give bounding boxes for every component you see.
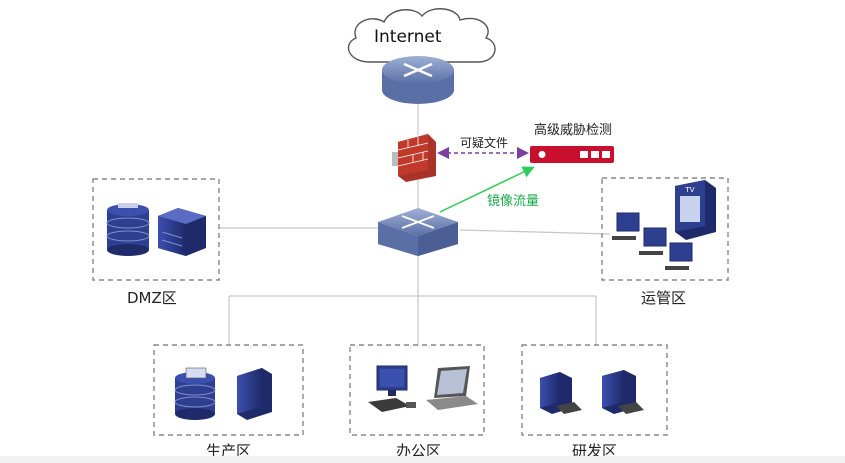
server-icon: [158, 208, 206, 256]
mirror-traffic-label: 镜像流量: [487, 194, 540, 209]
workstation-icon: [540, 372, 582, 414]
rnd-zone-box: [521, 344, 668, 436]
database-icon: [174, 367, 216, 420]
ops-zone-label: 运管区: [641, 289, 687, 307]
svg-text:TV: TV: [684, 186, 694, 194]
server-tower-icon: [237, 368, 272, 420]
laptop-icon: [426, 366, 478, 410]
core-switch-icon: [378, 208, 458, 256]
production-zone-box: [153, 344, 304, 436]
threat-detector-label: 高级威胁检测: [534, 123, 613, 138]
dmz-zone-box: [92, 178, 220, 281]
desktop-computer-icon: [368, 365, 416, 412]
firewall-icon: [392, 134, 436, 182]
suspicious-files-label: 可疑文件: [460, 136, 509, 150]
bottom-strip: [0, 456, 845, 463]
connection-lines: [220, 100, 611, 346]
internet-router-icon: [382, 56, 454, 104]
office-zone-label: 办公区: [396, 442, 442, 460]
tv-wall-icon: TV: [675, 180, 716, 240]
internet-label: Internet: [374, 27, 442, 47]
dmz-zone-label: DMZ区: [127, 289, 177, 307]
office-zone-box: [349, 344, 485, 436]
link-switch-ops: [459, 229, 611, 235]
threat-detector-icon: [530, 146, 614, 163]
mirror-traffic-arrow: [439, 166, 535, 213]
internet-cloud: [347, 8, 496, 63]
monitor-icon: [612, 212, 640, 240]
ops-zone-box: [601, 177, 729, 281]
monitor-icon: [639, 227, 667, 255]
workstation-icon: [602, 370, 644, 414]
monitor-icon: [665, 242, 693, 270]
rnd-zone-label: 研发区: [572, 442, 618, 460]
database-icon: [106, 203, 150, 256]
production-zone-label: 生产区: [206, 442, 252, 460]
